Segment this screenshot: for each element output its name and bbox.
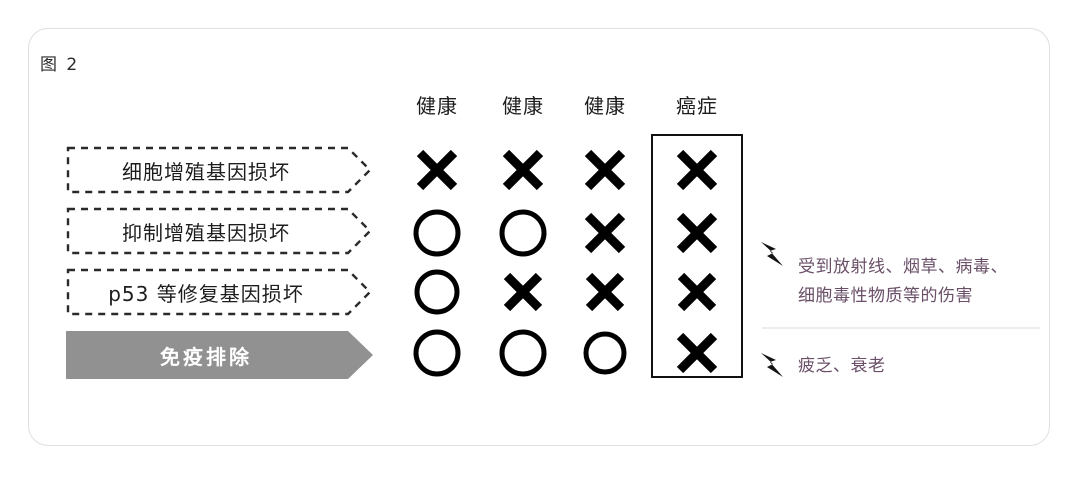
cancer-column-highlight [651,134,743,378]
cell-r2c2-circle [494,204,552,262]
column-header-1: 健康 [416,94,458,118]
lightning-bolt-icon [757,238,791,272]
cell-r3c2-cross [494,263,552,321]
column-header-4: 癌症 [676,94,718,118]
row-arrow-3: p53 等修复基因损坏 [66,267,374,317]
cell-r1c4-cross [668,141,726,199]
cell-r2c1-circle [408,204,466,262]
row-arrow-2: 抑制增殖基因损坏 [66,206,374,256]
cell-r4c4-cross [668,324,726,382]
row-label-4: 免疫排除 [160,344,252,369]
lightning-bolt-icon [757,349,791,383]
row-label-3: p53 等修复基因损坏 [108,281,304,306]
dashed-arrow-shape [66,268,372,316]
cell-r2c4-cross [668,204,726,262]
row-arrow-1: 细胞增殖基因损坏 [66,145,374,195]
cell-r1c2-cross [494,141,552,199]
annotation-divider [762,327,1040,329]
cell-r3c3-cross [576,263,634,321]
annotation-fatigue: 疲乏、衰老 [798,356,886,376]
row-label-1: 细胞增殖基因损坏 [122,159,290,184]
annotation-damage: 受到放射线、烟草、病毒、 细胞毒性物质等的伤害 [798,257,1008,306]
cell-r3c4-cross [668,263,726,321]
dashed-arrow-shape [66,207,372,255]
cell-r2c3-cross [576,204,634,262]
cell-r4c1-circle [408,324,466,382]
cell-r4c2-circle [494,324,552,382]
row-arrow-4: 免疫排除 [66,330,374,380]
cell-r3c1-circle [408,263,466,321]
solid-arrow-shape [66,331,373,379]
cell-r1c1-cross [408,141,466,199]
figure-label: 图 2 [40,55,80,75]
dashed-arrow-shape [66,146,372,194]
column-header-3: 健康 [584,94,626,118]
column-header-2: 健康 [502,94,544,118]
cell-r1c3-cross [576,141,634,199]
row-label-2: 抑制增殖基因损坏 [122,220,290,245]
cell-r4c3-circle [576,324,634,382]
